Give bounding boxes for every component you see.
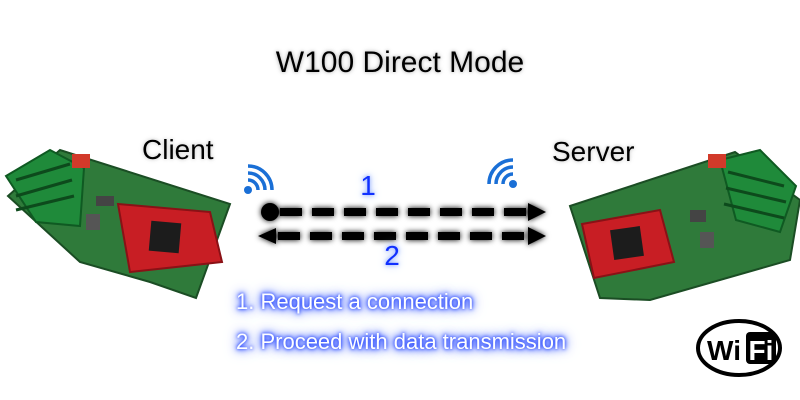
server-board	[568, 148, 800, 302]
server-terminal-block	[718, 148, 798, 234]
client-led	[72, 154, 90, 168]
legend-item-transmission: 2. Proceed with data transmission	[236, 329, 567, 354]
step-1-marker: 1	[360, 170, 376, 201]
server-label: Server	[552, 136, 635, 167]
wifi-logo-icon: Wi Fi	[696, 319, 782, 377]
wifi-signal-icon	[244, 164, 274, 194]
svg-text:Fi: Fi	[749, 335, 774, 366]
client-label: Client	[142, 134, 214, 165]
wifi-signal-icon	[487, 158, 517, 188]
diagram-title: W100 Direct Mode	[275, 46, 525, 79]
client-board	[4, 148, 232, 300]
svg-text:Wi: Wi	[707, 335, 741, 366]
request-arrow	[261, 203, 546, 221]
step-2-marker: 2	[384, 240, 400, 271]
data-arrow	[258, 227, 546, 245]
server-led	[708, 154, 726, 168]
legend-item-request: 1. Request a connection	[236, 289, 474, 314]
